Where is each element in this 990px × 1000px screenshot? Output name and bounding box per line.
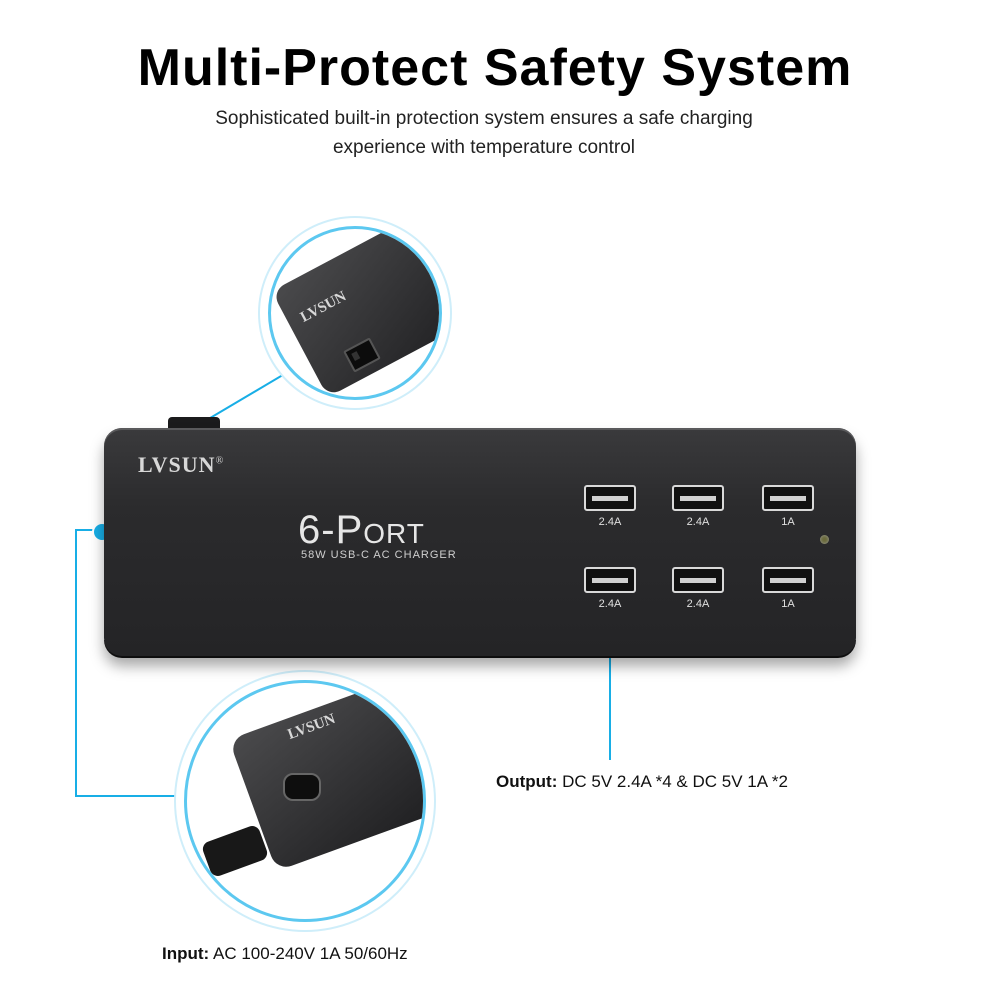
port-rating: 2.4A bbox=[686, 516, 710, 528]
input-label: Input: bbox=[162, 944, 210, 963]
usb-port bbox=[584, 485, 636, 511]
input-spec: Input: AC 100-240V 1A 50/60Hz bbox=[162, 944, 408, 964]
port-rating: 1A bbox=[781, 516, 795, 528]
subtitle-line-1: Sophisticated built-in protection system… bbox=[215, 108, 753, 129]
ac-input-socket bbox=[283, 773, 321, 801]
switch-closeup-lens: LVSUN bbox=[268, 226, 442, 400]
model-name: 6-Port bbox=[298, 508, 425, 552]
output-value: DC 5V 2.4A *4 & DC 5V 1A *2 bbox=[562, 772, 788, 791]
port-rating: 2.4A bbox=[598, 598, 622, 610]
usb-port bbox=[762, 567, 814, 593]
port-rating: 2.4A bbox=[686, 598, 710, 610]
input-value: AC 100-240V 1A 50/60Hz bbox=[213, 944, 408, 963]
output-spec: Output: DC 5V 2.4A *4 & DC 5V 1A *2 bbox=[496, 772, 788, 792]
subtitle-line-2: experience with temperature control bbox=[332, 137, 636, 158]
ac-plug bbox=[200, 823, 270, 879]
port-rating: 1A bbox=[781, 598, 795, 610]
usb-port bbox=[584, 567, 636, 593]
input-closeup-lens: LVSUN bbox=[184, 680, 426, 922]
usb-port bbox=[672, 567, 724, 593]
model-subtitle: 58W USB-C AC CHARGER bbox=[301, 549, 457, 561]
port-rating: 2.4A bbox=[598, 516, 622, 528]
usb-port bbox=[672, 485, 724, 511]
usb-port bbox=[762, 485, 814, 511]
status-led bbox=[820, 535, 829, 544]
charger-body bbox=[104, 428, 856, 656]
headline-title: Multi-Protect Safety System bbox=[137, 39, 853, 97]
output-label: Output: bbox=[496, 772, 558, 791]
brand-logo: LVSUN® bbox=[138, 452, 225, 477]
